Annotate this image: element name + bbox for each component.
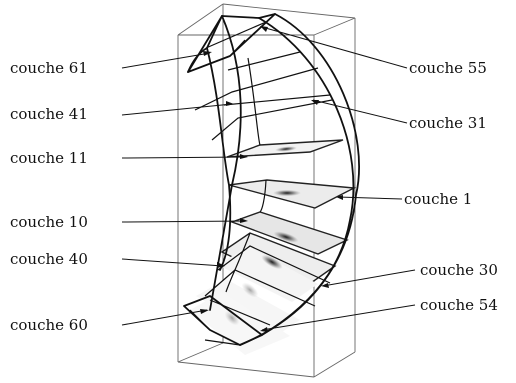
label-couche-54: couche 54 bbox=[420, 296, 498, 314]
layer-sections bbox=[190, 139, 357, 355]
layer-10-plane bbox=[229, 211, 349, 255]
density-spot bbox=[273, 231, 299, 243]
density-spot bbox=[224, 310, 240, 326]
inner-edge-front bbox=[209, 15, 242, 311]
leader-lines bbox=[121, 26, 416, 332]
inner-edge-back bbox=[206, 47, 232, 271]
label-couche-55: couche 55 bbox=[409, 59, 487, 77]
curved-volume-wireframe bbox=[183, 13, 360, 346]
label-couche-60: couche 60 bbox=[10, 316, 88, 334]
label-couche-40: couche 40 bbox=[10, 250, 88, 268]
label-couche-10: couche 10 bbox=[10, 213, 88, 231]
layer-30-plane bbox=[218, 246, 318, 302]
layer-60-plane bbox=[190, 292, 290, 355]
outer-edge-back bbox=[261, 13, 360, 336]
density-spot bbox=[241, 282, 259, 298]
label-couche-1: couche 1 bbox=[404, 190, 472, 208]
labels-right: couche 55 couche 31 couche 1 couche 30 c… bbox=[404, 59, 498, 314]
density-spot bbox=[261, 254, 283, 270]
labels-left: couche 61 couche 41 couche 11 couche 10 … bbox=[10, 59, 88, 334]
density-spot bbox=[275, 146, 297, 152]
label-couche-11: couche 11 bbox=[10, 149, 88, 167]
label-couche-41: couche 41 bbox=[10, 105, 88, 123]
label-couche-61: couche 61 bbox=[10, 59, 88, 77]
density-spot bbox=[273, 189, 301, 197]
label-couche-31: couche 31 bbox=[409, 114, 487, 132]
label-couche-30: couche 30 bbox=[420, 261, 498, 279]
